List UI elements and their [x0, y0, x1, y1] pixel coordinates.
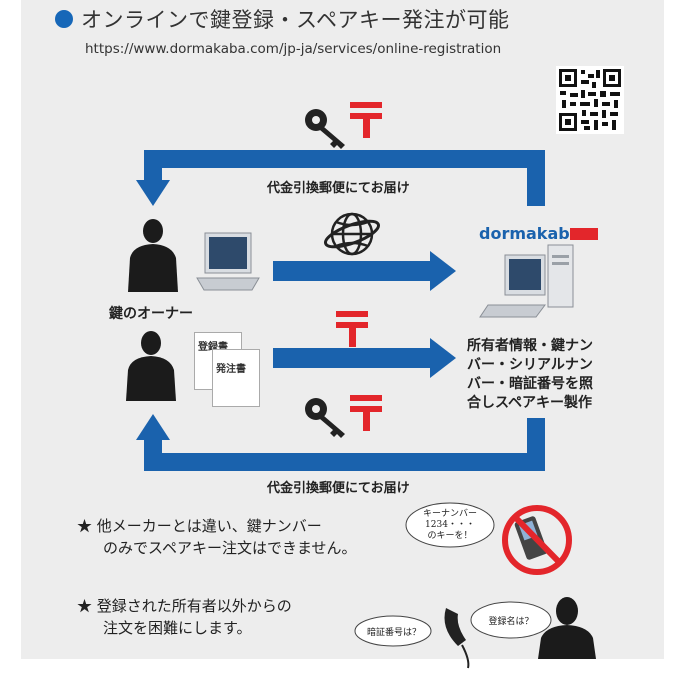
note-key-number: ★ 他メーカーとは違い、鍵ナンバー のみでスペアキー注文はできません。 [77, 515, 357, 559]
speech-bubble [470, 601, 552, 639]
brand-mark-icon [570, 228, 598, 240]
telephone-icon [444, 608, 470, 669]
no-phone-order-icon [502, 505, 572, 575]
top-return-route [144, 150, 545, 206]
key-icon [305, 109, 345, 149]
title-text: オンラインで鍵登録・スペアキー発注が可能 [81, 8, 510, 32]
globe-icon [324, 212, 380, 256]
process-line: バー・暗証番号を照 [467, 376, 593, 392]
pin-bubble-text: 暗証番号は？ [366, 628, 421, 638]
brand-logo: dormakaba [479, 224, 581, 243]
key-icon [305, 398, 345, 438]
mail-arrow-shaft [273, 348, 433, 368]
top-route-label: 代金引換郵便にてお届け [267, 181, 410, 196]
online-arrow-head [430, 251, 456, 291]
owner-person-icon [128, 219, 178, 292]
mail-arrow-head [430, 338, 456, 378]
page-title: オンラインで鍵登録・スペアキー発注が可能 [55, 4, 510, 34]
doc-order-label: 発注書 [216, 364, 246, 375]
process-line: 所有者情報・鍵ナン [467, 338, 593, 354]
caller-person-icon [538, 597, 596, 659]
doc-registration-label: 登録書 [198, 342, 228, 353]
phone-bubble-text: キーナンバー 1234・・・ のキーを！ [413, 509, 487, 542]
speech-bubble [405, 502, 495, 548]
order-document-icon: 発注書 [212, 349, 260, 407]
bubble-line: のキーを！ [427, 531, 473, 541]
bubble-line: キーナンバー [422, 509, 477, 519]
bottom-return-route [144, 418, 545, 471]
bottom-return-arrowhead [136, 414, 170, 440]
name-bubble-text: 登録名は？ [488, 617, 534, 627]
owner-label: 鍵のオーナー [109, 306, 193, 322]
bubble-line: 1234・・・ [425, 520, 475, 530]
note-line: のみでスペアキー注文はできません。 [103, 539, 357, 557]
note-owner-only: ★ 登録された所有者以外からの 注文を困難にします。 [77, 595, 292, 639]
desktop-computer-icon [479, 244, 574, 318]
top-return-arrowhead [136, 180, 170, 206]
process-description: 所有者情報・鍵ナン バー・シリアルナン バー・暗証番号を照 合しスペアキー製作 [467, 337, 593, 413]
online-arrow-shaft [273, 261, 433, 281]
postal-mark-icon [350, 395, 382, 431]
bullet-icon [55, 10, 73, 28]
speech-bubble [354, 615, 432, 647]
process-line: 合しスペアキー製作 [467, 395, 593, 411]
process-line: バー・シリアルナン [467, 357, 593, 373]
bottom-route-label: 代金引換郵便にてお届け [267, 481, 410, 496]
owner-person-icon [126, 331, 176, 401]
registration-url[interactable]: https://www.dormakaba.com/jp-ja/services… [85, 41, 502, 57]
note-line: ★ 他メーカーとは違い、鍵ナンバー [77, 517, 322, 535]
postal-mark-icon [350, 102, 382, 138]
note-line: ★ 登録された所有者以外からの [77, 597, 292, 615]
postal-mark-icon [336, 311, 368, 347]
note-line: 注文を困難にします。 [103, 619, 252, 637]
laptop-icon [196, 232, 260, 291]
